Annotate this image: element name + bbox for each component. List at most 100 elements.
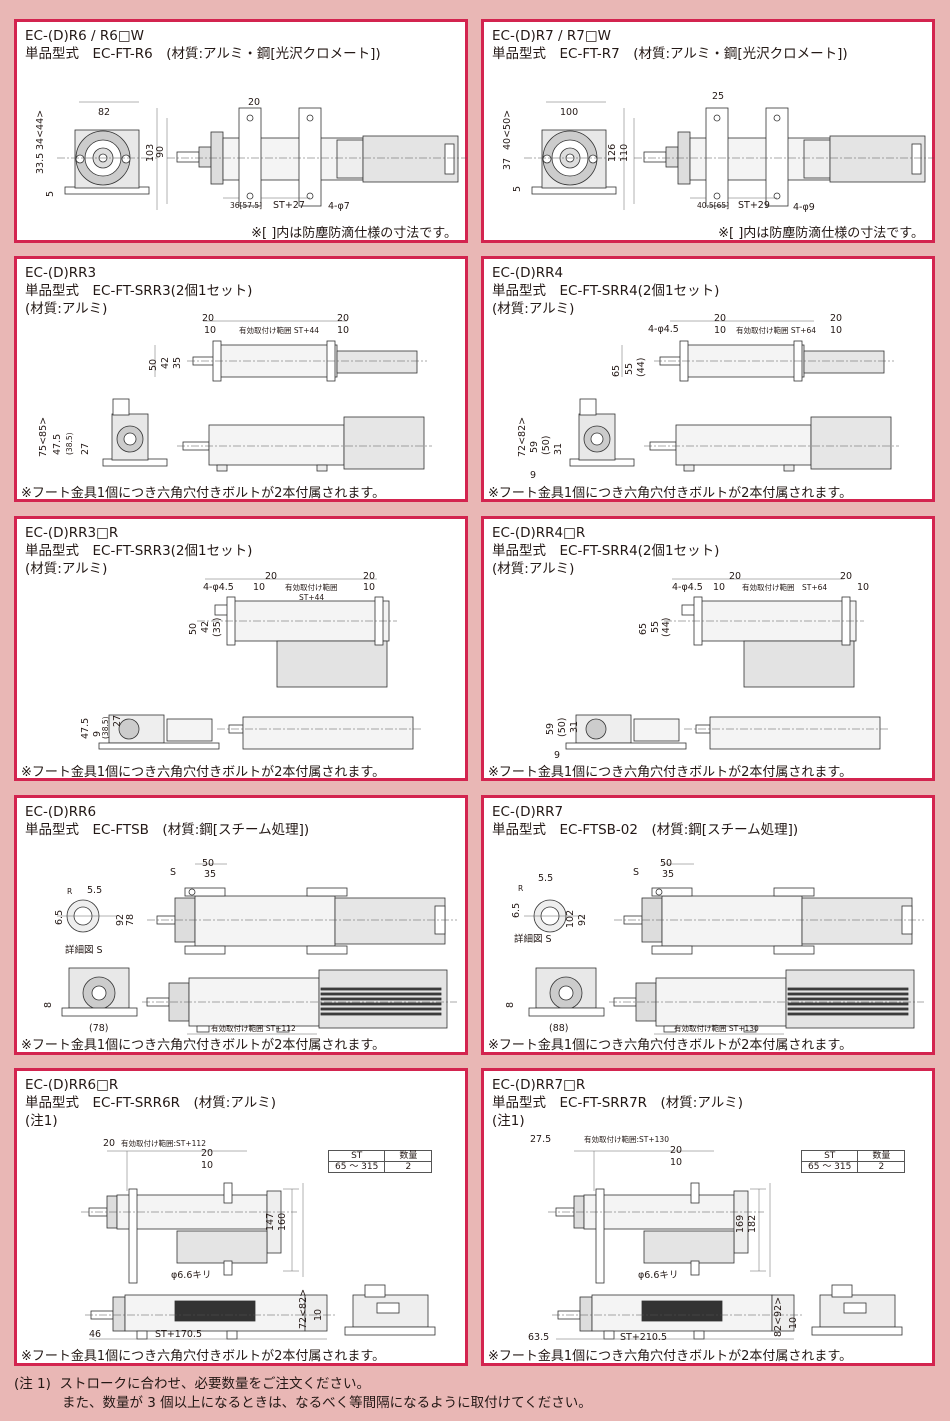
dimension-label: (35) [212, 617, 223, 637]
dimension-label: 9 [554, 750, 561, 761]
title-line: 単品型式 EC-FT-R6 (材質:アルミ・鋼[光沢クロメート]) [25, 46, 381, 62]
dimension-label: (38.5) [101, 716, 110, 739]
dimension-label: 有効取付け範囲 [285, 583, 338, 592]
dimension-label: S [633, 867, 640, 878]
motor [343, 416, 425, 470]
dimension-label: 4-φ4.5 [648, 324, 679, 335]
footnote-line-1: (注 1) ストロークに合わせ、必要数量をご注文ください。 [14, 1376, 370, 1392]
cylinder-body [242, 716, 414, 750]
dimension-label: 20 [670, 1145, 683, 1156]
dimension-label: ST+27 [273, 200, 305, 211]
circle-outline [542, 154, 552, 164]
foot [184, 887, 226, 897]
dimension-label: 4-φ7 [328, 201, 350, 212]
dimension-label: 9 [530, 470, 537, 481]
clamp [765, 107, 789, 207]
dimension-label: 27 [112, 714, 123, 727]
dimension-drawing [565, 578, 889, 750]
dimension-label: ST+210.5 [620, 1332, 667, 1343]
dimension-label: 10 [713, 582, 726, 593]
dimension-label: 40.5[65] [697, 201, 730, 210]
panel-note: ※フート金具1個につき六角穴付きボルトが2本付属されます。 [21, 1349, 386, 1364]
dimension-label: 40<50> [502, 109, 513, 150]
dimension-label: 82 [98, 107, 111, 118]
title-line: (材質:アルミ) [25, 561, 108, 577]
end-view [575, 714, 632, 744]
circle-outline [585, 718, 607, 740]
circle-outline [121, 154, 131, 164]
dimension-label: 20 [714, 313, 727, 324]
dimension-drawing [524, 101, 934, 210]
foot [306, 887, 348, 897]
dimension-label: 50 [148, 358, 159, 371]
end-cap [304, 1294, 328, 1332]
motor-stripe [787, 1007, 909, 1011]
dimension-label: 有効取付け範囲 ST+64 [736, 326, 817, 335]
dimension-label: 110 [619, 143, 630, 162]
motor-stripe [787, 997, 909, 1001]
model-name: EC-(D)RR4 [492, 265, 564, 281]
foot [316, 464, 328, 472]
rod [643, 151, 667, 163]
title-line: 単品型式 EC-FT-SRR4(2個1セット) [492, 283, 720, 299]
foot [306, 945, 348, 955]
dimension-label: (78) [89, 1023, 109, 1034]
dimension-label: 182 [747, 1214, 758, 1233]
clamp [705, 107, 729, 207]
dimension-label: ST+44 [299, 593, 325, 602]
dimension-label: 126 [607, 143, 618, 162]
motor-cap [444, 143, 455, 175]
dimension-label: φ6.6キリ [171, 1270, 212, 1281]
motor [276, 640, 388, 688]
dimension-label: 有効取付け範囲 ST+130 [674, 1024, 759, 1033]
foot [773, 945, 815, 955]
dimension-label: 50 [202, 858, 215, 869]
adapter [803, 139, 831, 179]
mount-plate [223, 1260, 233, 1276]
dimension-label: 4-φ4.5 [203, 582, 234, 593]
dimension-label: 5.5 [87, 885, 103, 896]
end-block [733, 1190, 749, 1254]
dimension-label: 35 [172, 356, 183, 369]
table-header: 数量 [384, 1150, 433, 1162]
motor [643, 1230, 735, 1264]
motor-cap [911, 143, 922, 175]
title-line: 単品型式 EC-FT-SRR7R (材質:アルミ) [492, 1095, 743, 1111]
motor [829, 135, 926, 183]
motor-stripe [320, 1012, 442, 1016]
dimension-label: 詳細図 S [514, 934, 552, 945]
foot [683, 464, 695, 472]
model-name: EC-(D)RR6□R [25, 1077, 119, 1093]
cylinder-body [709, 716, 881, 750]
foot [651, 945, 693, 955]
title-line: 単品型式 EC-FT-SRR4(2個1セット) [492, 543, 720, 559]
dimension-drawing [548, 1150, 903, 1340]
model-name: EC-(D)RR7 [492, 804, 564, 820]
circle-outline [188, 888, 196, 896]
dimension-label: 20 [729, 571, 742, 582]
dimension-label: (44) [636, 357, 647, 377]
dimension-label: 有効取付け範囲 ST+112 [211, 1024, 296, 1033]
circle-outline [123, 432, 137, 446]
panel-note: ※[ ]内は防塵防滴仕様の寸法です。 [718, 226, 924, 241]
dimension-drawing [102, 320, 432, 472]
circle-outline [588, 154, 598, 164]
dimension-label: 10 [714, 325, 727, 336]
dimension-label: 55 [650, 620, 661, 633]
dimension-label: 25 [712, 91, 725, 102]
model-name: EC-(D)RR3□R [25, 525, 119, 541]
foot [216, 464, 228, 472]
title-line: 単品型式 EC-FT-SRR3(2個1セット) [25, 543, 253, 559]
end-top [831, 1284, 853, 1298]
circle-outline [246, 114, 254, 122]
title-line: (注1) [25, 1113, 58, 1129]
